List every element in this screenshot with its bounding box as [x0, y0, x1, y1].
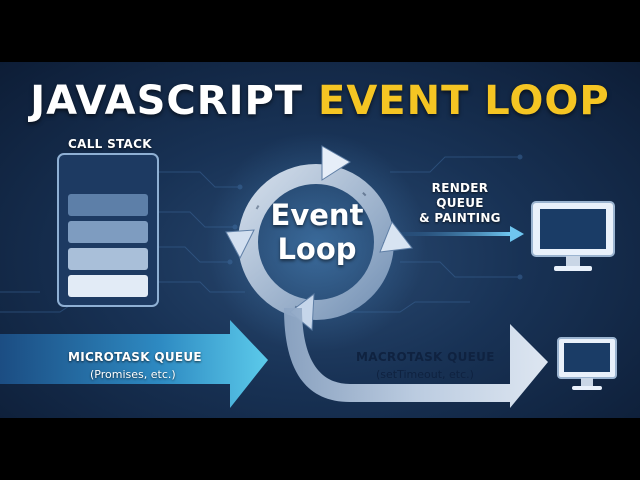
- diagram-panel: [0, 62, 640, 418]
- macrotask-arrow: [284, 308, 548, 408]
- macrotask-queue-label: MACROTASK QUEUE: [356, 350, 495, 364]
- call-stack-frame: [68, 221, 148, 243]
- call-stack-label: CALL STACK: [68, 137, 152, 151]
- microtask-arrow: [0, 320, 268, 408]
- event-loop-cycle: [225, 145, 413, 332]
- call-stack: [57, 153, 159, 307]
- event-loop-label: Event Loop: [262, 198, 372, 266]
- diagram-graphics: [0, 132, 617, 408]
- call-stack-frame: [68, 194, 148, 216]
- loop-arrow-right: [379, 220, 413, 253]
- event-loop-line2: Loop: [277, 232, 357, 266]
- render-queue-line1: RENDER QUEUE: [431, 181, 489, 210]
- title-part2: EVENT LOOP: [318, 78, 610, 124]
- microtask-queue-sub: (Promises, etc.): [90, 368, 176, 381]
- render-queue-line2: & PAINTING: [419, 211, 501, 225]
- title-part1: JAVASCRIPT: [30, 78, 304, 124]
- macrotask-monitor-icon: [557, 337, 617, 390]
- event-loop-line1: Event: [270, 198, 364, 232]
- render-queue-label: RENDER QUEUE & PAINTING: [410, 181, 510, 226]
- render-queue-arrow: [400, 226, 524, 242]
- loop-arrow-left: [225, 229, 255, 260]
- microtask-queue-label: MICROTASK QUEUE: [68, 350, 202, 364]
- render-monitor-icon: [531, 201, 615, 271]
- call-stack-frame: [68, 275, 148, 297]
- call-stack-frame: [68, 248, 148, 270]
- macrotask-queue-sub: (setTimeout, etc.): [376, 368, 474, 381]
- page-title: JAVASCRIPT EVENT LOOP: [0, 78, 640, 124]
- loop-arrow-top: [321, 145, 351, 181]
